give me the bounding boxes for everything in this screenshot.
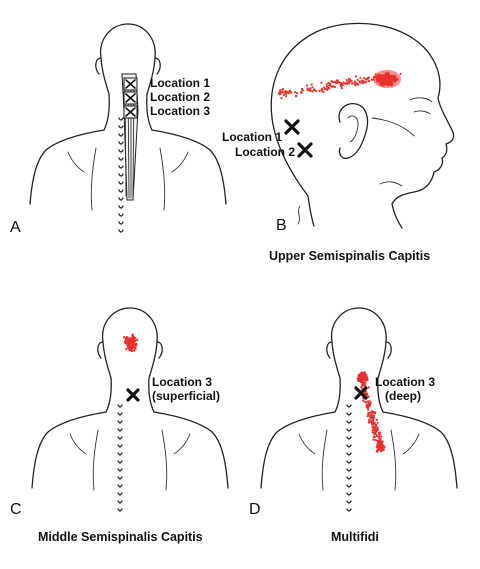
panel-d-location-sublabel: (deep)	[385, 389, 421, 403]
panel-a-body-outline	[29, 23, 227, 211]
panel-d-pain-pattern	[356, 371, 386, 453]
panel-a-location-3-label: Location 3	[150, 104, 210, 118]
panel-a: Location 1 Location 2 Location 3 A	[10, 23, 227, 236]
panel-a-trigger-markers	[123, 77, 138, 119]
panel-c-caption: Middle Semispinalis Capitis	[38, 530, 203, 544]
panel-d-caption: Multifidi	[331, 530, 379, 544]
panel-c-letter: C	[10, 501, 22, 518]
panel-d-location-label: Location 3	[375, 375, 435, 389]
panel-b: Location 1 Location 2 B Upper Semispinal…	[222, 22, 455, 263]
panel-c: Location 3 (superficial) C Middle Semisp…	[10, 307, 229, 544]
panel-d: Location 3 (deep) D Multifidi	[249, 307, 458, 544]
panel-a-letter: A	[10, 219, 21, 236]
panel-c-location-label: Location 3	[152, 375, 212, 389]
panel-d-trigger-marker	[354, 386, 368, 400]
panel-d-spine	[346, 404, 352, 512]
panel-b-trigger-markers	[284, 119, 313, 158]
panel-a-location-1-label: Location 1	[150, 76, 210, 90]
panel-b-location-1-label: Location 1	[222, 130, 282, 144]
panel-b-letter: B	[276, 217, 287, 234]
panel-c-location-sublabel: (superficial)	[152, 389, 220, 403]
panel-c-spine	[117, 404, 123, 512]
panel-b-location-2-label: Location 2	[235, 145, 295, 159]
panel-c-trigger-marker	[126, 388, 140, 402]
panel-d-body-outline	[260, 307, 458, 491]
panel-c-body-outline	[31, 307, 229, 491]
panel-b-caption: Upper Semispinalis Capitis	[269, 249, 430, 263]
panel-c-pain-pattern	[123, 333, 139, 353]
panel-a-spine	[118, 117, 124, 233]
panel-a-location-2-label: Location 2	[150, 90, 210, 104]
panel-b-pain-pattern	[277, 70, 402, 100]
panel-d-letter: D	[249, 501, 261, 518]
panel-b-head-outline	[270, 22, 455, 229]
